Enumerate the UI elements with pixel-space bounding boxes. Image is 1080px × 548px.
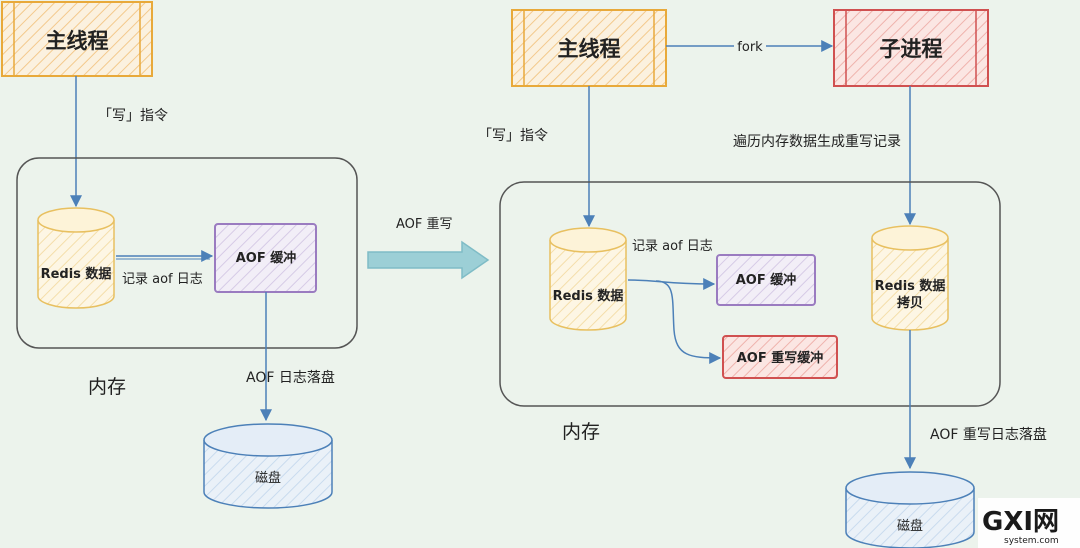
watermark-site-text: system.com xyxy=(1004,536,1059,546)
right-redis-data-label: Redis 数据 xyxy=(553,288,624,304)
redis-copy-label-line1: Redis 数据 xyxy=(875,278,946,294)
aof-rewrite-buffer-label: AOF 重写缓冲 xyxy=(737,350,824,366)
left-main-thread-box: 主线程 xyxy=(1,1,153,77)
right-disk-cylinder: 磁盘 xyxy=(845,471,975,548)
left-disk-cylinder: 磁盘 xyxy=(203,423,333,509)
right-to-aof-buffer-arrow xyxy=(627,277,716,290)
right-aof-buffer-box: AOF 缓冲 xyxy=(716,254,816,306)
right-memory-label: 内存 xyxy=(562,421,600,443)
child-process-label: 子进程 xyxy=(880,37,943,61)
right-memory-container xyxy=(499,181,1001,407)
right-disk-label: 磁盘 xyxy=(897,518,923,534)
transition-arrow xyxy=(367,240,490,280)
left-write-cmd-label: 「写」指令 xyxy=(98,108,168,124)
left-memory-container xyxy=(16,157,358,349)
right-write-cmd-label: 「写」指令 xyxy=(478,128,548,144)
left-disk-label: 磁盘 xyxy=(255,470,281,486)
right-main-thread-box: 主线程 xyxy=(511,9,667,87)
watermark-logo: GXI网 system.com xyxy=(978,498,1080,548)
left-aof-buffer-box: AOF 缓冲 xyxy=(214,223,317,293)
child-process-box: 子进程 xyxy=(833,9,989,87)
right-aof-buffer-label: AOF 缓冲 xyxy=(736,272,797,288)
left-redis-data-cylinder: Redis 数据 xyxy=(37,207,115,309)
left-main-thread-label: 主线程 xyxy=(46,29,109,53)
traverse-label: 遍历内存数据生成重写记录 xyxy=(733,134,901,150)
left-record-aof-label: 记录 aof 日志 xyxy=(122,272,203,287)
watermark-logo-text: GXI网 xyxy=(982,507,1059,537)
left-redis-data-label: Redis 数据 xyxy=(41,266,112,282)
right-record-aof-label: 记录 aof 日志 xyxy=(632,239,713,254)
redis-copy-cylinder: Redis 数据 拷贝 xyxy=(871,225,949,331)
redis-copy-label-line2: 拷贝 xyxy=(897,295,923,311)
left-memory-label: 内存 xyxy=(88,376,126,398)
aof-rewrite-buffer-box: AOF 重写缓冲 xyxy=(722,335,838,379)
transition-label: AOF 重写 xyxy=(396,216,453,232)
rewrite-flush-label: AOF 重写日志落盘 xyxy=(930,426,1047,443)
right-main-thread-label: 主线程 xyxy=(558,37,621,61)
left-aof-flush-label: AOF 日志落盘 xyxy=(246,369,335,386)
fork-label: fork xyxy=(737,40,763,55)
left-aof-buffer-label: AOF 缓冲 xyxy=(236,250,297,266)
right-redis-data-cylinder: Redis 数据 xyxy=(549,227,627,331)
right-to-rewrite-buffer-arrow xyxy=(655,280,722,364)
